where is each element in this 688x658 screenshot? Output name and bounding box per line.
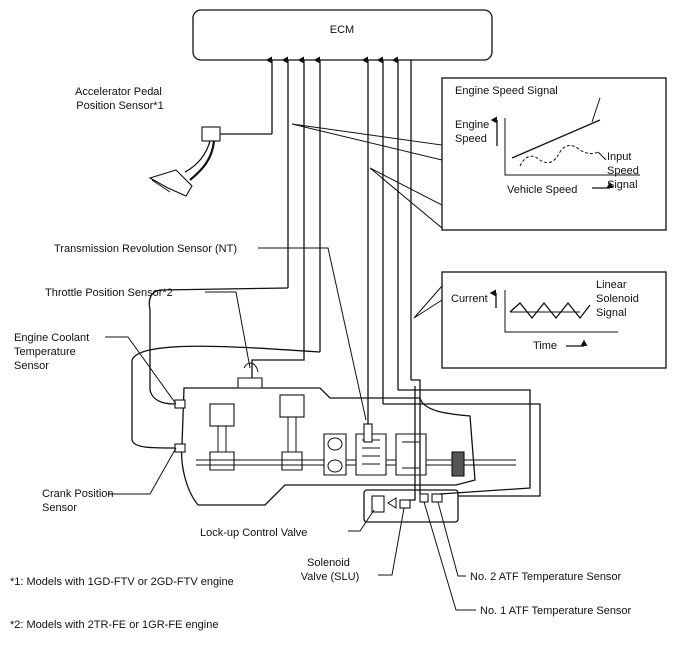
current-ripple <box>509 301 591 320</box>
leader-throttle <box>205 291 251 369</box>
current-graph-xaxis: Time <box>533 340 557 352</box>
speed-graph-yaxis: Engine Speed <box>455 119 492 145</box>
atf2-sensor-label: No. 2 ATF Temperature Sensor <box>470 571 622 583</box>
gear-set-1 <box>355 433 387 476</box>
title-leader <box>591 97 601 123</box>
leader-atf2 <box>437 501 466 577</box>
torque-converter <box>323 433 347 476</box>
footnote-2: *2: Models with 2TR-FE or 1GR-FE engine <box>10 619 218 631</box>
linear-solenoid-label: Linear Solenoid Signal <box>596 279 642 319</box>
atf1-sensor-label: No. 1 ATF Temperature Sensor <box>480 605 632 617</box>
atf1-sensor-body <box>419 493 429 503</box>
coolant-sensor-label: Engine Coolant Temperature Sensor <box>14 332 92 372</box>
input-speed-wave <box>519 145 599 167</box>
footnote-1: *1: Models with 1GD-FTV or 2GD-FTV engin… <box>10 576 234 588</box>
ecm-input-wires <box>265 56 399 420</box>
lockup-valve-label: Lock-up Control Valve <box>200 527 307 539</box>
coolant-sensor-body <box>174 399 186 409</box>
gear-set-2 <box>395 433 427 476</box>
linear-solenoid-graph: Current Linear Solenoid Signal Time <box>441 271 667 369</box>
ecm-box: ECM <box>192 9 493 61</box>
leader-crank <box>108 447 177 495</box>
accelerator-pedal-sensor <box>148 126 272 197</box>
callout-speed-1 <box>291 123 443 161</box>
current-axes <box>504 290 618 333</box>
leader-lockup <box>348 509 375 532</box>
crank-throw-1 <box>209 451 235 471</box>
leader-atf1 <box>423 501 476 611</box>
throttle-sensor-label: Throttle Position Sensor*2 <box>45 287 173 299</box>
valve-body <box>363 489 459 523</box>
input-speed-label: Input Speed Signal <box>607 151 642 191</box>
callout-current <box>413 284 443 319</box>
output-gear <box>451 451 465 477</box>
lockup-valve-body <box>371 495 385 513</box>
sensor-harness <box>131 287 541 501</box>
accelerator-sensor-label: Accelerator Pedal Position Sensor*1 <box>75 86 165 112</box>
crank-sensor-label: Crank Position Sensor <box>42 488 117 514</box>
nt-sensor-label: Transmission Revolution Sensor (NT) <box>54 243 237 255</box>
speed-graph-title: Engine Speed Signal <box>455 85 558 97</box>
piston-2 <box>279 394 305 418</box>
atf2-sensor-body <box>431 493 443 503</box>
solenoid-body <box>399 499 411 509</box>
powertrain <box>174 362 516 523</box>
callout-leaders <box>105 247 476 611</box>
engine-block <box>180 387 476 506</box>
engine-speed-graph: Engine Speed Signal Engine Speed Input S… <box>441 77 667 231</box>
solenoid-label: Solenoid Valve (SLU) <box>301 557 359 583</box>
ecm-label: ECM <box>330 24 354 36</box>
throttle-body <box>237 377 263 389</box>
input-leader <box>597 151 607 161</box>
speed-graph-xaxis: Vehicle Speed <box>507 184 577 196</box>
current-graph-yaxis: Current <box>451 293 488 305</box>
speed-axes <box>504 118 640 176</box>
crank-sensor-body <box>174 443 186 453</box>
engine-speed-line <box>511 119 601 159</box>
crank-throw-2 <box>281 451 303 471</box>
leader-coolant <box>105 336 177 405</box>
callout-speed-2 <box>369 167 443 230</box>
piston-1 <box>209 403 235 427</box>
leader-solenoid <box>378 507 405 576</box>
nt-sensor-body <box>363 423 373 443</box>
leader-nt <box>258 247 367 421</box>
